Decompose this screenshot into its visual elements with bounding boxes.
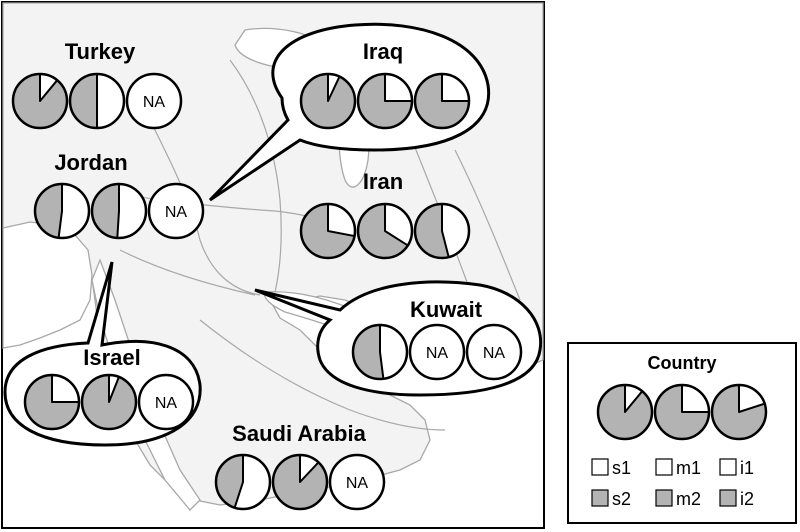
pie-turkey-s <box>11 72 69 130</box>
pie-kuwait-m: NA <box>408 323 466 381</box>
pie-outline <box>23 373 81 431</box>
pie-outline <box>11 72 69 130</box>
legend-swatch <box>719 458 737 476</box>
label-israel: Israel <box>83 345 141 370</box>
na-label: NA <box>143 94 166 111</box>
legend-key-label: s1 <box>612 458 631 478</box>
pie-outline <box>413 72 471 130</box>
na-label: NA <box>346 475 369 492</box>
legend-key-label: s2 <box>612 489 631 509</box>
legend-pies <box>596 383 768 441</box>
legend-title: Country <box>648 353 717 373</box>
legend-key-m1: m1 <box>655 458 701 478</box>
pie-outline <box>299 202 357 260</box>
legend-swatch <box>591 489 609 507</box>
legend-key-label: i1 <box>740 458 754 478</box>
pie-israel-m <box>80 373 138 431</box>
legend-swatch <box>719 489 737 507</box>
legend-pie-s <box>596 383 654 441</box>
label-turkey: Turkey <box>65 39 136 64</box>
pie-saudi-arabia-s <box>214 453 272 511</box>
legend-key-i1: i1 <box>719 458 754 478</box>
na-circle <box>125 72 183 130</box>
pie-outline <box>710 383 768 441</box>
na-label: NA <box>155 395 178 412</box>
pie-turkey-m <box>68 72 126 130</box>
na-circle <box>408 323 466 381</box>
na-circle <box>147 182 205 240</box>
label-iran: Iran <box>363 169 403 194</box>
na-label: NA <box>165 204 188 221</box>
pie-outline <box>214 453 272 511</box>
pie-outline <box>299 72 357 130</box>
legend-key-label: m2 <box>676 489 701 509</box>
na-circle <box>137 373 195 431</box>
label-kuwait: Kuwait <box>410 297 483 322</box>
legend-key-m2: m2 <box>655 489 701 509</box>
na-label: NA <box>483 345 506 362</box>
legend-swatch <box>591 458 609 476</box>
pie-outline <box>596 383 654 441</box>
pie-outline <box>413 202 471 260</box>
pie-turkey-i: NA <box>125 72 183 130</box>
pie-outline <box>33 182 91 240</box>
na-label: NA <box>426 345 449 362</box>
legend-keys: s1 m1 i1 s2 m2 i2 <box>591 458 754 509</box>
pie-outline <box>90 182 148 240</box>
pie-saudi-arabia-i: NA <box>328 453 386 511</box>
pies-layer: NA NA NA NA NA NA <box>11 72 523 511</box>
pie-iraq-s <box>299 72 357 130</box>
pie-iran-s <box>299 202 357 260</box>
pie-outline <box>80 373 138 431</box>
legend-pie-m <box>653 383 711 441</box>
pie-iran-i <box>413 202 471 260</box>
pie-outline <box>271 453 329 511</box>
pie-iran-m <box>356 202 414 260</box>
pie-iraq-i <box>413 72 471 130</box>
pie-iraq-m <box>356 72 414 130</box>
label-jordan: Jordan <box>54 150 127 175</box>
label-saudi-arabia: Saudi Arabia <box>232 421 366 446</box>
pie-israel-s <box>23 373 81 431</box>
pie-israel-i: NA <box>137 373 195 431</box>
legend-swatch <box>655 458 673 476</box>
pie-kuwait-i: NA <box>465 323 523 381</box>
pie-outline <box>653 383 711 441</box>
legend-key-s2: s2 <box>591 489 631 509</box>
label-iraq: Iraq <box>363 39 403 64</box>
pie-outline <box>356 72 414 130</box>
pie-jordan-i: NA <box>147 182 205 240</box>
legend-key-label: i2 <box>740 489 754 509</box>
na-circle <box>465 323 523 381</box>
pie-outline <box>351 323 409 381</box>
legend-key-i2: i2 <box>719 489 754 509</box>
legend-pie-i <box>710 383 768 441</box>
na-circle <box>328 453 386 511</box>
legend-key-s1: s1 <box>591 458 631 478</box>
legend-key-label: m1 <box>676 458 701 478</box>
pie-jordan-s <box>33 182 91 240</box>
pie-kuwait-s <box>351 323 409 381</box>
pie-outline <box>356 202 414 260</box>
country-labels: Turkey Iraq Jordan Iran Kuwait Israel Sa… <box>54 39 482 446</box>
legend-swatch <box>655 489 673 507</box>
pie-jordan-m <box>90 182 148 240</box>
pie-outline <box>68 72 126 130</box>
pie-saudi-arabia-m <box>271 453 329 511</box>
